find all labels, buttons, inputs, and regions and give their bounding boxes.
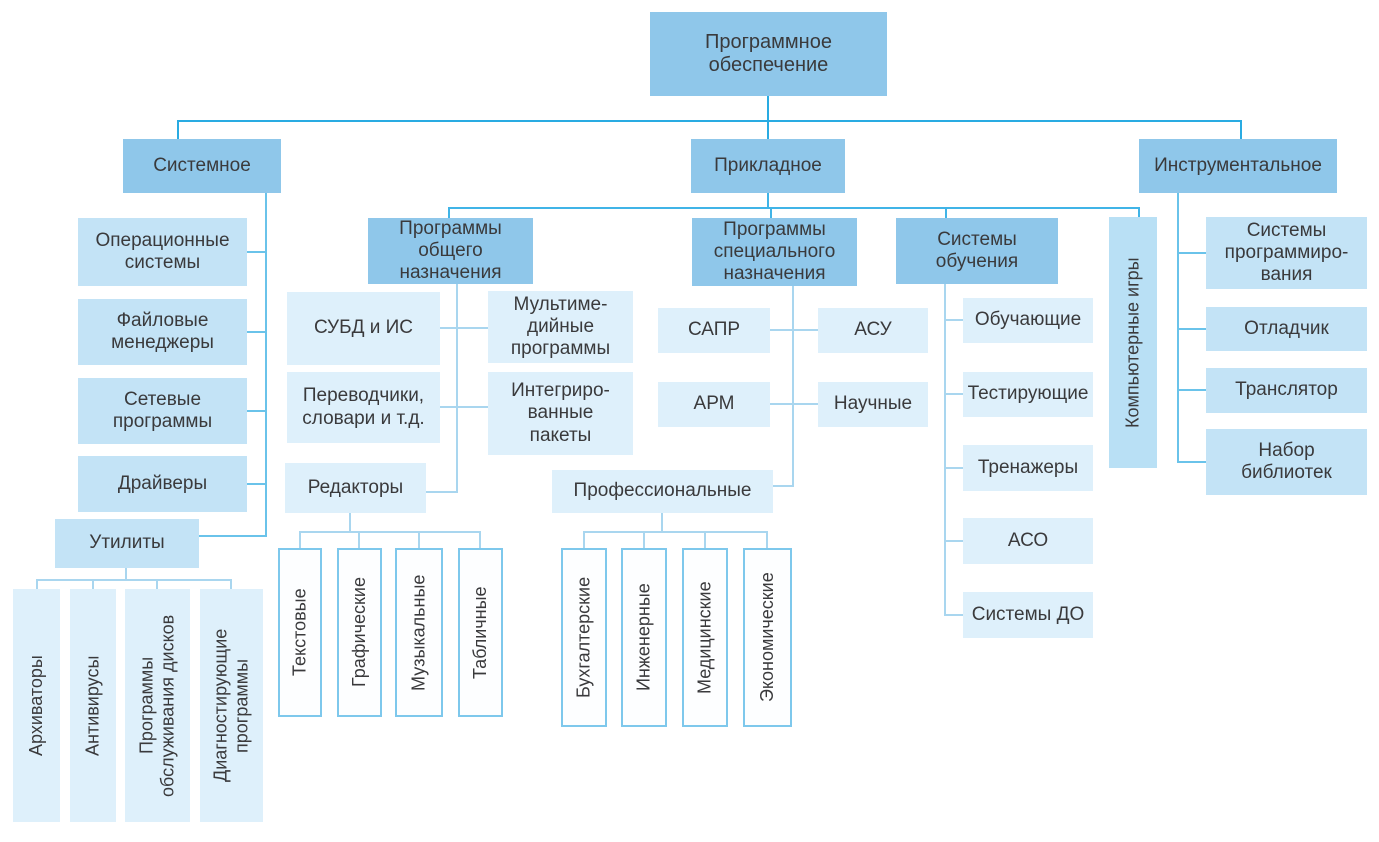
node-special-purpose: Программы специального назначения: [692, 218, 857, 286]
node-simulators: Тренажеры: [963, 445, 1093, 491]
connector-special-trunk: [792, 286, 794, 487]
connector-drop-instrumentalnoe: [1240, 120, 1242, 139]
node-text-editors: Текстовые: [278, 548, 322, 717]
node-archivers: Архиваторы: [13, 589, 60, 822]
connector-utility-rail: [36, 579, 232, 581]
node-general-purpose: Программы общего назначения: [368, 218, 533, 284]
node-music-editors: Музыкальные: [395, 548, 443, 717]
node-file-managers: Файловые менеджеры: [78, 299, 247, 365]
connector-drop-prikladnoe: [767, 120, 769, 139]
node-libraries: Набор библиотек: [1206, 429, 1367, 495]
connector-prikladnoe-stem: [767, 193, 769, 209]
connector-drop-general-purpose: [448, 207, 450, 218]
connector-editors-stem: [349, 513, 351, 533]
node-table-editors: Табличные: [458, 548, 503, 717]
node-editors: Редакторы: [285, 463, 426, 513]
connector-drop-learning: [945, 207, 947, 218]
connector-stem-do-systems: [944, 614, 963, 616]
connector-drop-table-editors: [479, 531, 481, 548]
connector-professional-rail: [583, 531, 768, 533]
connector-general-trunk: [456, 284, 458, 493]
node-professional: Профессиональные: [552, 470, 773, 513]
node-sapr: САПР: [658, 308, 770, 353]
connector-drop-economic: [766, 531, 768, 548]
connector-utility-stem: [125, 568, 127, 579]
connector-stem-aso: [944, 540, 963, 542]
connector-drop-special-purpose: [770, 207, 772, 218]
connector-stem-programming-systems: [1177, 252, 1206, 254]
node-dbms: СУБД и ИС: [287, 292, 440, 365]
connector-stem-debugger: [1177, 328, 1206, 330]
connector-cross-dbms-multimedia: [440, 327, 488, 329]
connector-cross-arm-scientific: [770, 403, 818, 405]
connector-elbow-professional: [773, 485, 792, 487]
connector-stem-os: [247, 251, 265, 253]
connector-professional-stem: [661, 513, 663, 533]
connector-stem-translator: [1177, 389, 1206, 391]
connector-editors-rail: [299, 531, 481, 533]
connector-root-rail: [177, 120, 1242, 122]
node-utility: Утилиты: [55, 519, 199, 568]
connector-cross-translators-integrated: [440, 406, 488, 408]
node-os: Операционные системы: [78, 218, 247, 286]
node-learning-systems: Системы обучения: [896, 218, 1058, 284]
connector-stem-simulators: [944, 467, 963, 469]
connector-drop-antivirus: [92, 579, 94, 589]
node-do-systems: Системы ДО: [963, 592, 1093, 638]
node-scientific: Научные: [818, 382, 928, 427]
node-sistemnoe: Системное: [123, 139, 281, 193]
node-prikladnoe: Прикладное: [691, 139, 845, 193]
connector-drop-accounting: [583, 531, 585, 548]
node-arm: АРМ: [658, 382, 770, 427]
node-disk-service: Программы обслуживания дисков: [125, 589, 190, 822]
node-diagnostic: Диагностирующие программы: [200, 589, 263, 822]
connector-drop-music-editors: [418, 531, 420, 548]
connector-cross-sapr-asu: [770, 329, 818, 331]
node-instrumentalnoe: Инструментальное: [1139, 139, 1337, 193]
node-debugger: Отладчик: [1206, 307, 1367, 351]
node-aso: АСО: [963, 518, 1093, 564]
node-integrated: Интегриро- ванные пакеты: [488, 372, 633, 455]
node-asu: АСУ: [818, 308, 928, 353]
connector-elbow-utility: [199, 535, 267, 537]
connector-drop-engineering: [643, 531, 645, 548]
node-drivers: Драйверы: [78, 456, 247, 512]
node-multimedia: Мультиме- дийные программы: [488, 291, 633, 363]
node-accounting: Бухгалтерские: [561, 548, 607, 727]
connector-root-stem: [767, 96, 769, 122]
connector-drop-text-editors: [299, 531, 301, 548]
node-teaching: Обучающие: [963, 298, 1093, 343]
node-translators-dict: Переводчики, словари и т.д.: [287, 372, 440, 443]
node-translator: Транслятор: [1206, 368, 1367, 413]
connector-drop-graphic-editors: [358, 531, 360, 548]
node-testing: Тестирующие: [963, 372, 1093, 417]
node-antivirus: Антивирусы: [70, 589, 116, 822]
connector-drop-medical: [704, 531, 706, 548]
node-economic: Экономические: [743, 548, 792, 727]
connector-drop-sistemnoe: [177, 120, 179, 139]
connector-drop-archivers: [36, 579, 38, 589]
node-engineering: Инженерные: [621, 548, 667, 727]
connector-drop-games: [1138, 207, 1140, 217]
connector-drop-disk-service: [156, 579, 158, 589]
connector-stem-file-managers: [247, 331, 265, 333]
connector-elbow-libraries: [1177, 461, 1206, 463]
node-computer-games: Компьютерные игры: [1109, 217, 1157, 468]
connector-stem-testing: [944, 393, 963, 395]
connector-sistemnoe-trunk: [265, 193, 267, 537]
node-software-root: Программное обеспечение: [650, 12, 887, 96]
connector-stem-teaching: [944, 319, 963, 321]
connector-elbow-editors: [426, 491, 456, 493]
connector-stem-network: [247, 410, 265, 412]
connector-stem-drivers: [247, 483, 265, 485]
connector-learning-trunk: [944, 284, 946, 616]
node-medical: Медицинские: [682, 548, 728, 727]
node-network-programs: Сетевые программы: [78, 378, 247, 444]
node-graphic-editors: Графические: [337, 548, 382, 717]
connector-prikladnoe-rail: [448, 207, 1140, 209]
connector-drop-diagnostic: [230, 579, 232, 589]
node-programming-systems: Системы программиро- вания: [1206, 217, 1367, 289]
